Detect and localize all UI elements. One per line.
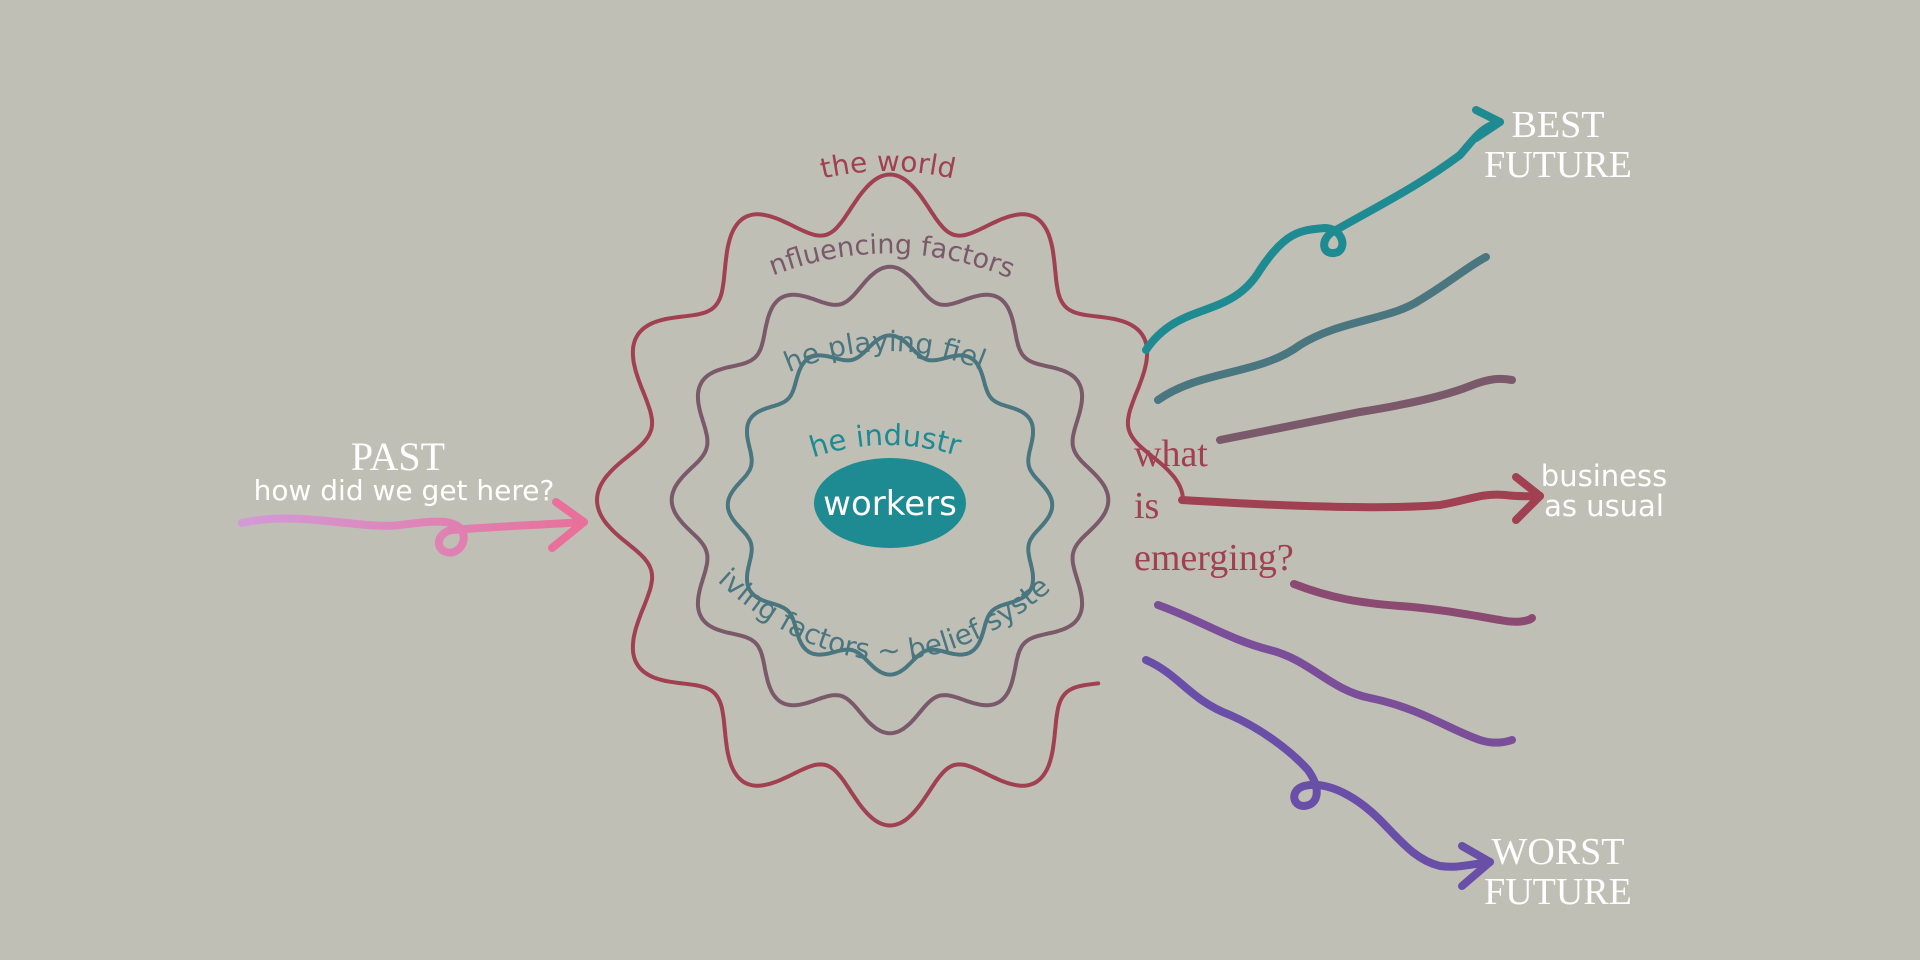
branch-business-as-usual — [1178, 490, 1544, 512]
past-arrow-head — [548, 498, 588, 552]
label-the-industry: the industry — [0, 0, 965, 464]
center-workers-ellipse — [814, 458, 966, 548]
worst-future-line1: WORST — [1492, 831, 1625, 873]
branch-purple-6 — [1154, 601, 1516, 747]
branch-mauve-5 — [1290, 580, 1536, 626]
ring-world — [594, 172, 1185, 828]
past-arrow — [238, 514, 588, 557]
business-as-usual-line1: business — [1541, 459, 1667, 493]
business-as-usual-line2: as usual — [1544, 489, 1664, 523]
best-future-line2: FUTURE — [1484, 144, 1632, 186]
worst-future-line2: FUTURE — [1484, 871, 1632, 913]
label-driving-factors: driving factors ~ belief systems — [0, 0, 1056, 667]
best-future-arrow-head — [1472, 106, 1504, 142]
question-line-what: what — [1134, 433, 1208, 475]
label-playing-field: the playing field — [0, 0, 991, 379]
label-influencing-factors: influencing factors — [0, 0, 1019, 285]
question-line-is: is — [1134, 485, 1159, 527]
worst-future-arrow-head — [1458, 842, 1494, 890]
branch-best-future — [1142, 118, 1504, 354]
branch-teal-2 — [1154, 253, 1490, 404]
best-future-line1: BEST — [1512, 104, 1605, 146]
branch-worst-future — [1142, 656, 1494, 871]
past-title: PAST — [351, 434, 445, 479]
past-subtitle: how did we get here? — [254, 474, 555, 507]
label-the-world: the world — [817, 145, 959, 186]
ring-influencing-factors — [669, 264, 1111, 736]
ring-playing-field — [725, 333, 1055, 677]
business-as-usual-arrow-head — [1512, 473, 1544, 524]
question-line-emerging: emerging? — [1134, 537, 1294, 579]
branch-mauve-3 — [1216, 374, 1516, 444]
center-workers-label: workers — [823, 484, 957, 524]
